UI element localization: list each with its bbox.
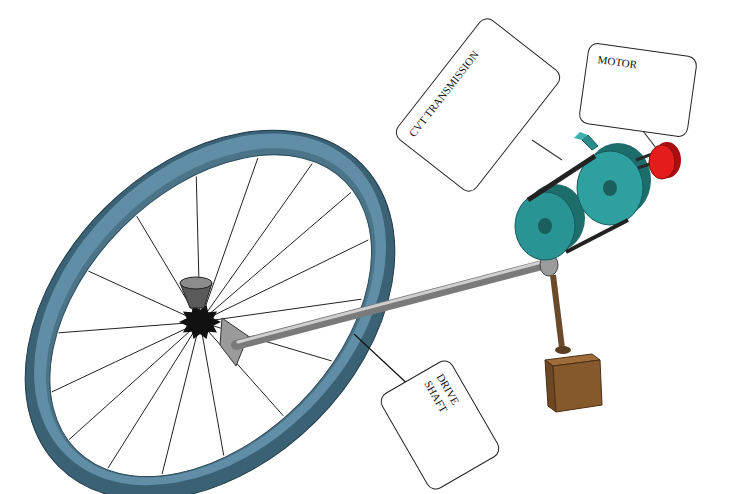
rim-inner [0,93,433,494]
callout-box: MOTOR [578,42,698,139]
hub-gear-teeth [179,305,221,339]
leader-line [532,140,562,160]
wheel-spoke [59,322,200,333]
callout-label: MOTOR [586,43,697,88]
rim-face [0,65,455,494]
hub-gear [179,305,221,339]
pulley-hub [538,218,552,234]
drive-shaft [236,264,546,345]
pulley-hub [603,180,617,196]
drive-shaft-highlight [238,261,546,342]
support-post [553,275,562,348]
motor-body [649,145,675,179]
bevel-gear-top [180,277,212,289]
base-block [553,360,602,412]
cvt-belt [566,220,628,252]
cvt-belt [528,156,595,200]
wheel-spoke [162,322,200,474]
callout-label: DRIVE SHAFT [410,358,486,446]
wheel-spokes [52,158,369,474]
callout-box: CVT TRANSMISSION [392,14,564,195]
wheel-spoke [200,158,258,322]
callout-label: CVT TRANSMISSION [393,16,509,153]
wheel-spoke [200,164,312,322]
wheel-spoke [88,271,200,322]
callout-box: DRIVE SHAFT [377,357,503,493]
wheel-spoke [69,322,200,440]
wheel-spoke [200,240,368,322]
rim-inner-edge [0,84,439,494]
wheel-spoke [52,322,200,392]
post-foot [555,346,571,354]
cvt-shaft-tip [574,132,588,140]
